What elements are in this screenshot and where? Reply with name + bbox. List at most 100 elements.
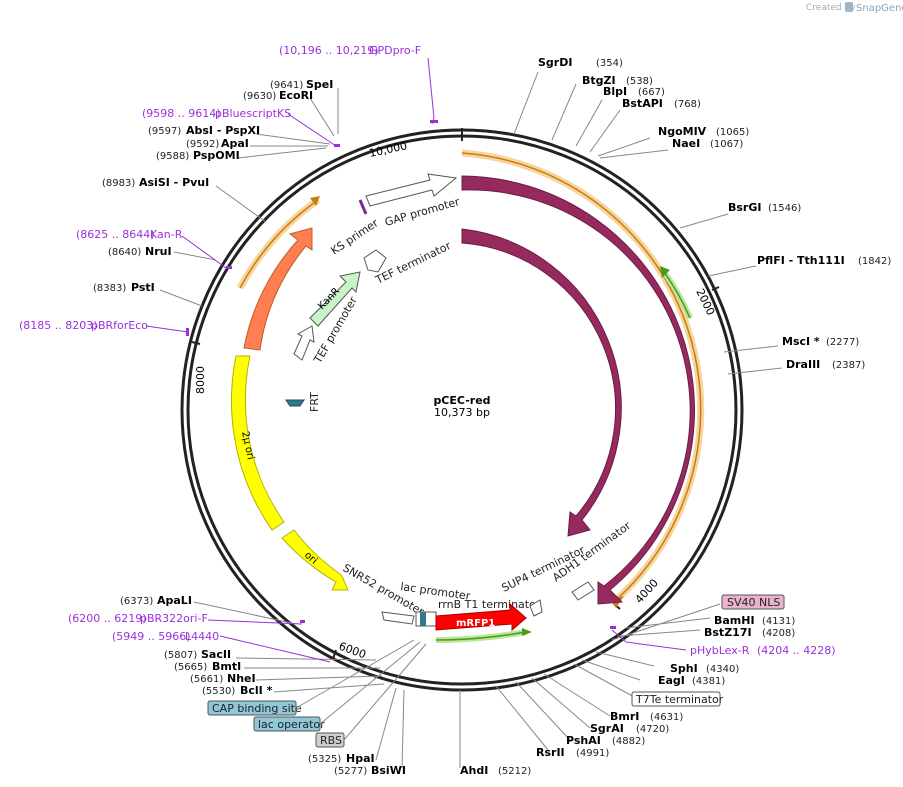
site-hpai[interactable]: (5325)HpaI — [308, 752, 375, 765]
site-pshai[interactable]: PshAI(4882) — [566, 734, 645, 747]
svg-text:(5277): (5277) — [334, 766, 367, 777]
svg-text:PflFI - Tth111I: PflFI - Tth111I — [757, 254, 845, 267]
svg-text:(5325): (5325) — [308, 754, 341, 765]
svg-text:BamHI: BamHI — [714, 614, 755, 627]
rrnb-label: rrnB T1 terminator — [438, 598, 541, 611]
watermark-prefix: Created by — [806, 3, 856, 13]
site-rsrii[interactable]: RsrII(4991) — [536, 746, 609, 759]
site-ecori[interactable]: (9630)EcoRI — [243, 89, 313, 102]
feature-cas9-inner[interactable]: Cas9 — [461, 228, 636, 537]
svg-text:NheI: NheI — [227, 672, 256, 685]
svg-text:(4208): (4208) — [762, 628, 795, 639]
primer-phyblex-r[interactable]: pHybLex-R(4204 .. 4228) — [690, 644, 836, 657]
tick-label-10000: 10,000 — [368, 139, 408, 160]
svg-text:(5665): (5665) — [174, 662, 207, 673]
label-cap-binding-site[interactable]: CAP binding site — [207, 700, 302, 716]
svg-text:BlpI: BlpI — [603, 85, 627, 98]
site-bcli[interactable]: (5530)BclI * — [202, 684, 273, 697]
svg-text:(9592): (9592) — [186, 139, 219, 150]
site-eagi[interactable]: EagI(4381) — [658, 674, 725, 687]
svg-text:(9597): (9597) — [148, 126, 181, 137]
watermark-brand: SnapGene — [856, 3, 903, 14]
plasmid-length: 10,373 bp — [434, 406, 490, 419]
site-bstapi[interactable]: BstAPI(768) — [622, 97, 701, 110]
svg-text:(5661): (5661) — [190, 674, 223, 685]
svg-text:AbsI - PspXI: AbsI - PspXI — [186, 124, 260, 137]
tef-terminator-label: TEF terminator — [373, 239, 454, 287]
svg-text:pBRforEco: pBRforEco — [91, 319, 148, 332]
site-bamhi[interactable]: BamHI (4131) — [714, 614, 795, 627]
svg-text:(9598 .. 9614): (9598 .. 9614) — [142, 107, 221, 120]
svg-text:RBS: RBS — [320, 734, 342, 747]
svg-text:MscI *: MscI * — [782, 335, 820, 348]
svg-text:BclI *: BclI * — [240, 684, 273, 697]
svg-text:pBluescriptKS: pBluescriptKS — [215, 107, 291, 120]
site-nhei[interactable]: (5661) NheI — [190, 672, 256, 685]
svg-text:Kan-R: Kan-R — [150, 228, 183, 241]
site-spei[interactable]: (9641)SpeI — [270, 78, 333, 91]
site-bstz17i[interactable]: BstZ17I (4208) — [704, 626, 795, 639]
svg-text:ApaLI: ApaLI — [157, 594, 192, 607]
label-rbs[interactable]: RBS — [315, 732, 345, 748]
feature-2u-ori[interactable]: 2μ ori — [231, 355, 285, 531]
svg-text:BstZ17I: BstZ17I — [704, 626, 752, 639]
site-ngomiv[interactable]: NgoMIV(1065) — [658, 125, 749, 138]
svg-text:(538): (538) — [626, 76, 653, 87]
svg-text:BmrI: BmrI — [610, 710, 639, 723]
site-naei[interactable]: NaeI(1067) — [672, 137, 743, 150]
site-bmti[interactable]: (5665) BmtI — [174, 660, 241, 673]
primer-l4440[interactable]: (5949 .. 5966)L4440 — [112, 630, 219, 643]
site-apali[interactable]: (6373)ApaLI — [120, 594, 192, 607]
feature-rrnb-t1-terminator: rrnB T1 terminator — [438, 598, 541, 611]
site-pflfi-tth111i[interactable]: PflFI - Tth111I(1842) — [757, 254, 891, 267]
feature-kanr[interactable]: KanR — [309, 271, 361, 327]
feature-gap-promoter[interactable]: GAP promoter — [365, 173, 462, 229]
feature-mrfp1[interactable]: mRFP1 — [435, 602, 527, 632]
svg-text:(1065): (1065) — [716, 127, 749, 138]
site-bsrgi[interactable]: BsrGI(1546) — [728, 201, 801, 214]
site-sphi[interactable]: SphI(4340) — [670, 662, 739, 675]
frt-label: FRT — [308, 392, 321, 412]
label-lac-operator[interactable]: lac operator — [253, 716, 325, 732]
svg-text:(2277): (2277) — [826, 337, 859, 348]
feature-tef-terminator[interactable]: TEF terminator — [363, 239, 454, 287]
feature-frt[interactable]: FRT — [285, 392, 321, 412]
site-psti[interactable]: (8383)PstI — [93, 281, 155, 294]
site-bsiwi[interactable]: (5277)BsiWI — [334, 764, 406, 777]
label-t7te-terminator[interactable]: T7Te terminator — [631, 691, 724, 707]
site-msci[interactable]: MscI * (2277) — [782, 335, 859, 348]
site-sgrai[interactable]: SgrAI(4720) — [590, 722, 669, 735]
label-sv40-nls[interactable]: SV40 NLS — [721, 594, 785, 610]
svg-text:pBR322ori-F: pBR322ori-F — [140, 612, 208, 625]
primer-gpdpro-f[interactable]: (10,196 .. 10,219)GPDpro-F — [279, 44, 421, 57]
feature-ks-primer[interactable]: KS primer — [328, 199, 381, 257]
site-blpi[interactable]: BlpI(667) — [603, 85, 665, 98]
plasmid-name: pCEC-red — [433, 394, 490, 407]
site-pspomi[interactable]: (9588)PspOMI — [156, 149, 240, 162]
site-draiii[interactable]: DraIII(2387) — [786, 358, 865, 371]
primer-marks — [186, 120, 616, 629]
svg-text:SgrDI: SgrDI — [538, 56, 572, 69]
site-asisi-pvui[interactable]: (8983)AsiSI - PvuI — [102, 176, 209, 189]
site-ahdi[interactable]: AhdI(5212) — [460, 764, 531, 777]
site-btgzi[interactable]: BtgZI(538) — [582, 74, 653, 87]
cas9-outer-label: Cas9 — [650, 308, 669, 335]
svg-text:(8625 .. 8644): (8625 .. 8644) — [76, 228, 155, 241]
site-sacii[interactable]: (5807)SacII — [164, 648, 231, 661]
primer-pbrforeco[interactable]: (8185 .. 8203)pBRforEco — [19, 319, 148, 332]
svg-text:Cas9: Cas9 — [619, 317, 635, 344]
site-bmri[interactable]: BmrI(4631) — [610, 710, 683, 723]
kanmx-label: kanMX — [237, 274, 259, 310]
site-absi-pspxi[interactable]: (9597) AbsI - PspXI — [148, 124, 260, 137]
primer-kan-r[interactable]: (8625 .. 8644)Kan-R — [76, 228, 183, 241]
svg-text:BmtI: BmtI — [212, 660, 241, 673]
site-nrui[interactable]: (8640)NruI — [108, 245, 172, 258]
feature-kanmx[interactable]: kanMX — [237, 227, 313, 351]
svg-text:(4131): (4131) — [762, 616, 795, 627]
feature-ori[interactable]: ori — [281, 529, 349, 591]
site-apai[interactable]: (9592)ApaI — [186, 137, 249, 150]
site-sgrdi[interactable]: SgrDI(354) — [538, 56, 623, 69]
primer-pbluescriptks[interactable]: (9598 .. 9614)pBluescriptKS — [142, 107, 291, 120]
primer-pbr322ori-f[interactable]: (6200 .. 6219)pBR322ori-F — [68, 612, 208, 625]
svg-text:(8983): (8983) — [102, 178, 135, 189]
